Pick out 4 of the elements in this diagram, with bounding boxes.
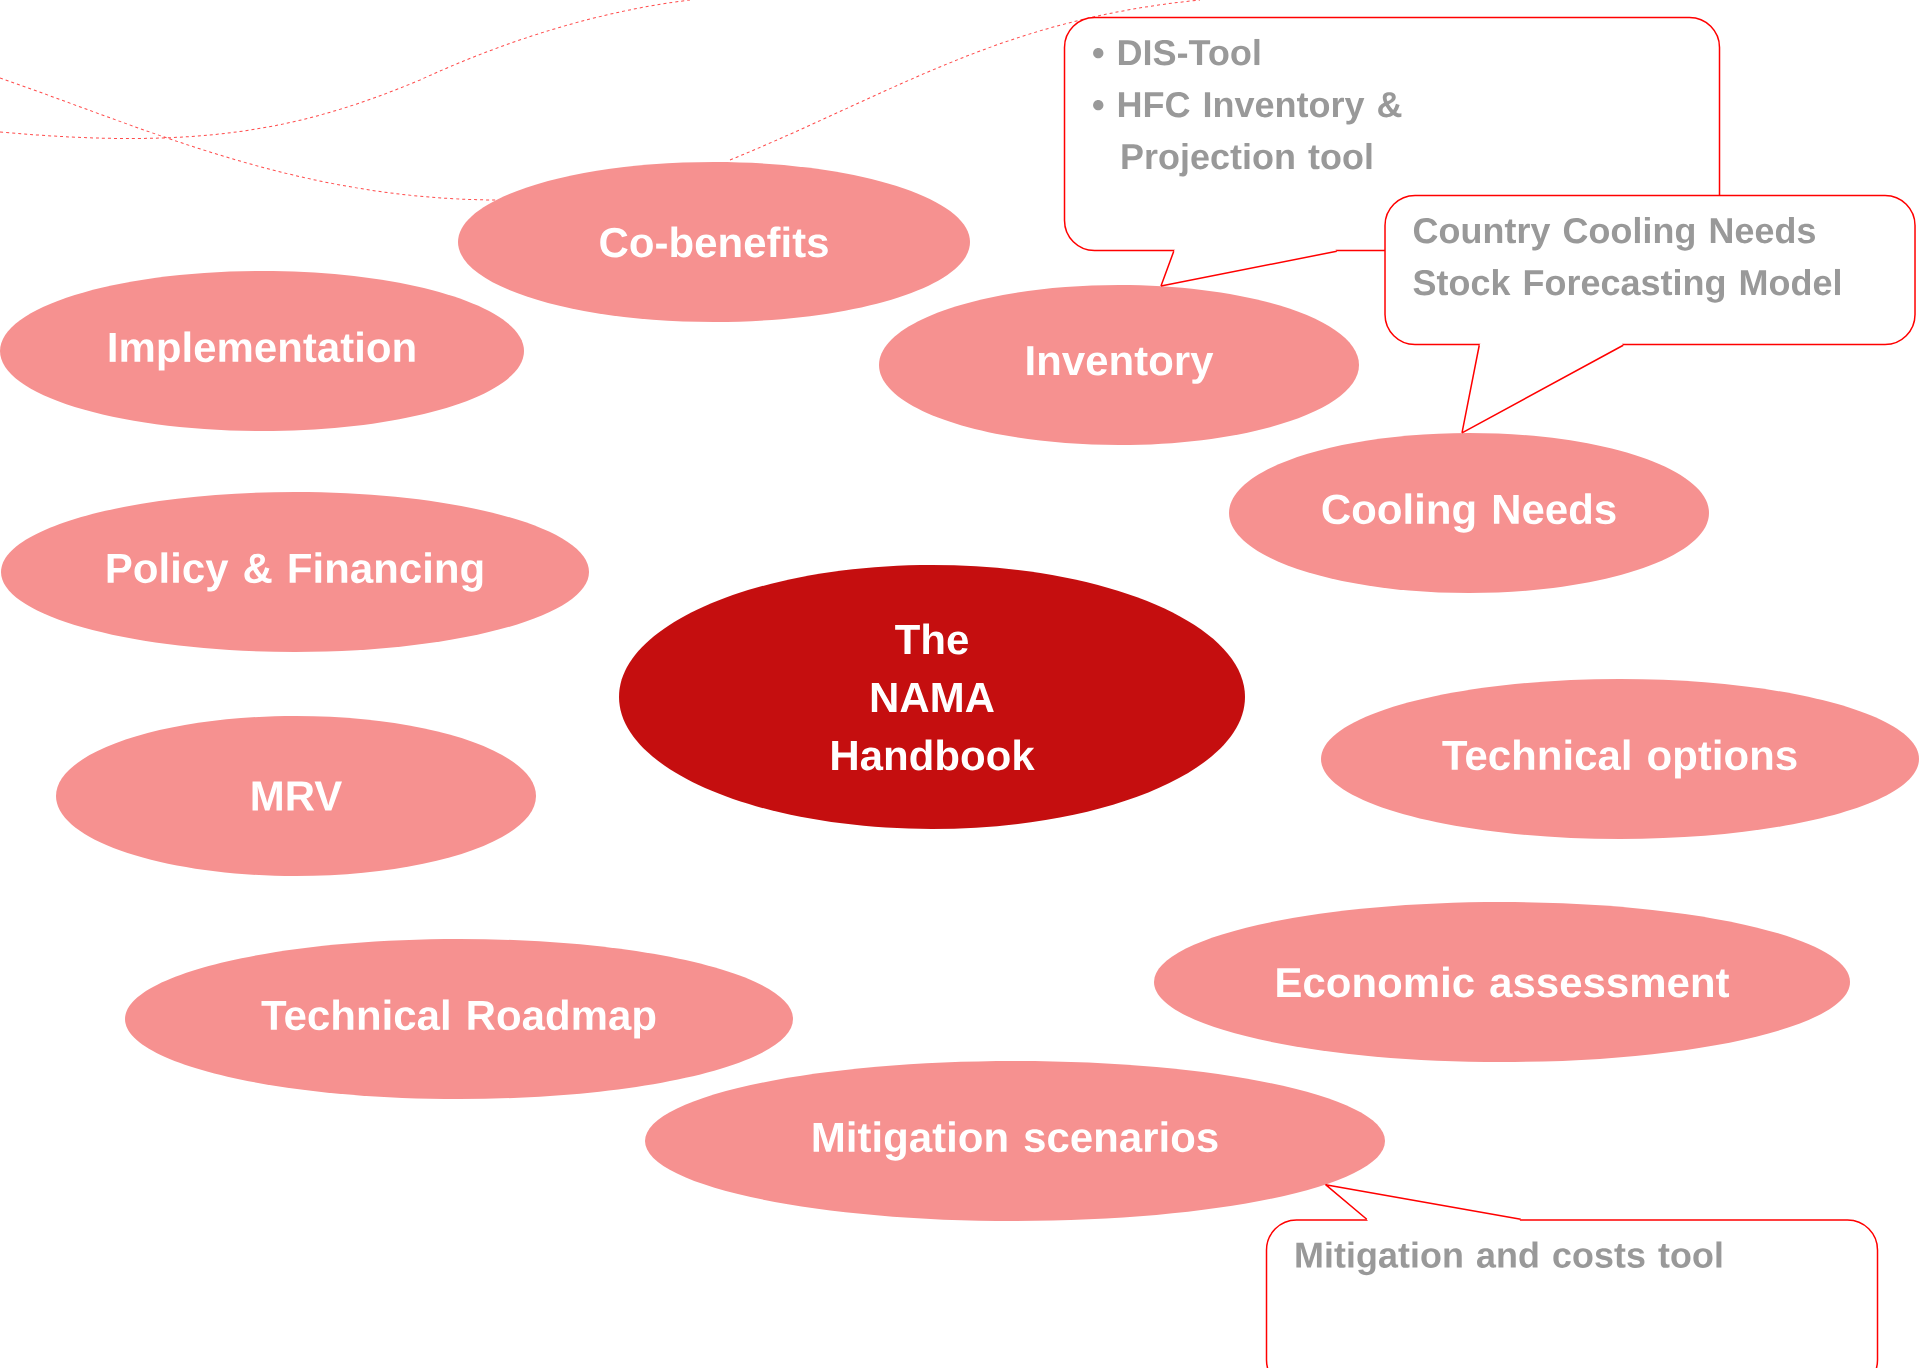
callout-pointer (1461, 342, 1624, 434)
callout-pointer (1160, 248, 1338, 287)
callout-pointer (1324, 1183, 1522, 1223)
callout-box: Mitigation and costs tool (1265, 1219, 1879, 1368)
